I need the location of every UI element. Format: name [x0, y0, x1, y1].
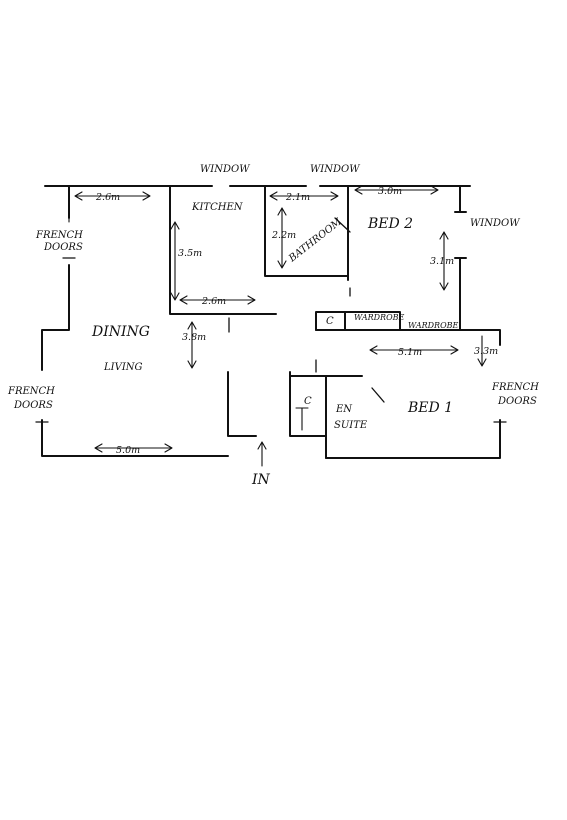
wardrobe-label-2: WARDROBE [408, 321, 459, 330]
wardrobe-label-1: WARDROBE [354, 313, 405, 322]
kitchen-label: KITCHEN [191, 202, 244, 213]
bed2-label: BED 2 [367, 216, 413, 232]
kitchen-left-wall [169, 185, 277, 315]
ensuite-walls [289, 371, 363, 459]
french-door-jambs [35, 257, 507, 423]
bed2-window-mark [454, 211, 467, 259]
french-doors-2-line2: DOORS [13, 400, 53, 411]
dim-bed1-depth: 3.3m [474, 346, 498, 357]
french-doors-3-line1: FRENCH [491, 382, 539, 393]
left-wall-lower [41, 419, 229, 457]
dimension-labels: 2.6m 2.1m 3.0m 3.5m 2.2m 3.1m 2.6m 3.8m … [95, 186, 498, 456]
window-label-3: WINDOW [470, 218, 520, 229]
dim-bed2-depth: 3.1m [430, 256, 454, 267]
dimension-arrows [68, 185, 487, 467]
bed1-bottom-wall [325, 419, 501, 459]
bed1-label: BED 1 [407, 400, 453, 416]
living-label: LIVING [103, 362, 143, 373]
dim-kitchen-width: 2.6m [201, 296, 226, 307]
living-right-wall [227, 371, 249, 437]
french-doors-1-line2: DOORS [43, 242, 83, 253]
french-doors-1-line1: FRENCH [35, 230, 83, 241]
dim-living-width: 5.0m [116, 445, 140, 456]
dim-bed1-width: 5.1m [398, 347, 422, 358]
dim-bathroom-depth: 2.2m [271, 230, 296, 241]
bathroom-walls [264, 185, 349, 281]
en-suite-label-line1: EN [335, 404, 353, 415]
bed1-top-wall [315, 329, 501, 346]
ensuite-door [371, 387, 385, 403]
dim-dining-top-width: 2.6m [95, 192, 120, 203]
entry-label: IN [251, 472, 271, 488]
bathroom-door [334, 217, 351, 233]
dim-bed2-width: 3.0m [378, 186, 402, 197]
en-suite-label-line2: SUITE [334, 420, 368, 431]
left-wall-upper [41, 185, 70, 371]
cupboard-label-2: C [304, 396, 312, 407]
window-label-1: WINDOW [200, 164, 250, 175]
cupboard-label-1: C [326, 316, 334, 327]
hall-door-marks [315, 287, 351, 373]
dim-kitchen-depth: 3.5m [178, 248, 202, 259]
dim-bathroom-width: 2.1m [285, 192, 310, 203]
window-label-2: WINDOW [310, 164, 360, 175]
french-doors-3-line2: DOORS [497, 396, 537, 407]
french-doors-2-line1: FRENCH [7, 386, 55, 397]
dining-label: DINING [91, 324, 150, 340]
dim-living-depth: 3.8m [182, 332, 206, 343]
walls [35, 185, 507, 459]
wardrobe-walls [315, 311, 401, 331]
